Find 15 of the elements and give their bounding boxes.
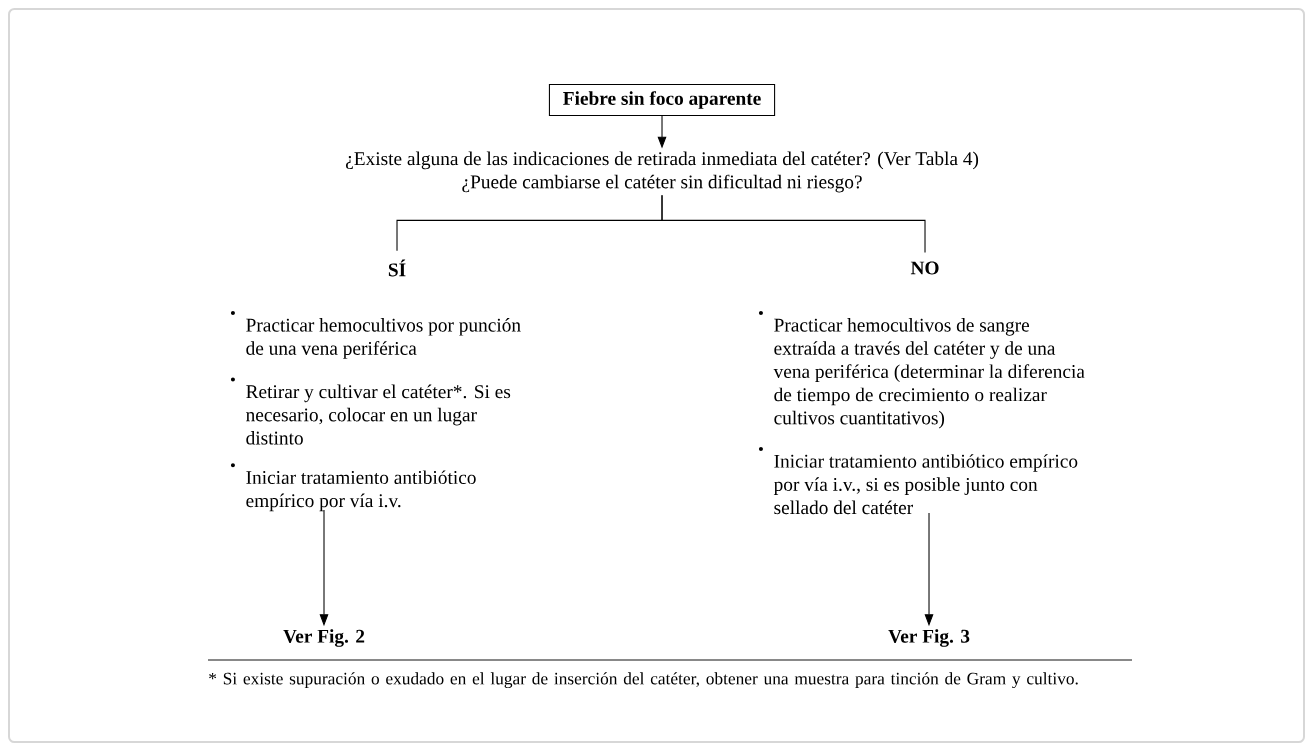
connector-line xyxy=(661,194,926,254)
question-text: ¿Existe alguna de las indicaciones de retirada inmediata del catéter? (Ver Tabla 4) ¿Puede cambiarse el catéter sin dificultad ni riesgo? xyxy=(346,151,979,193)
bullet-item: Iniciar tratamiento antibiótico empírico por vía i.v. xyxy=(230,463,476,512)
reference-text: Ver Fig. 2 xyxy=(283,629,365,647)
footnote-text: * Si existe supuración o exudado en el lugar de inserción del catéter, obtener una muestra para tinción de Gram y cultivo. xyxy=(209,672,1078,689)
branch-label: SÍ xyxy=(388,259,406,277)
bullet-item: Iniciar tratamiento antibiótico empírico por vía i.v., si es posible junto con sellado del catéter xyxy=(758,447,1078,515)
bullet-item: Practicar hemocultivos de sangre extraída a través del catéter y de una vena periférica (determinar la diferencia de tiempo de crecimiento o realizar cultivos cuantitativos) xyxy=(758,310,1085,429)
start-box: Fiebre sin foco aparente xyxy=(548,83,776,117)
branch-label: NO xyxy=(910,261,939,275)
bullet-list xyxy=(758,310,1085,515)
bullet-item: Retirar y cultivar el catéter*. Si es necesario, colocar en un lugar distinto xyxy=(230,377,511,445)
bullet-list xyxy=(230,310,521,512)
bullet-item: Practicar hemocultivos por punción de una vena periférica xyxy=(230,310,521,359)
reference-text: Ver Fig. 3 xyxy=(888,629,970,647)
